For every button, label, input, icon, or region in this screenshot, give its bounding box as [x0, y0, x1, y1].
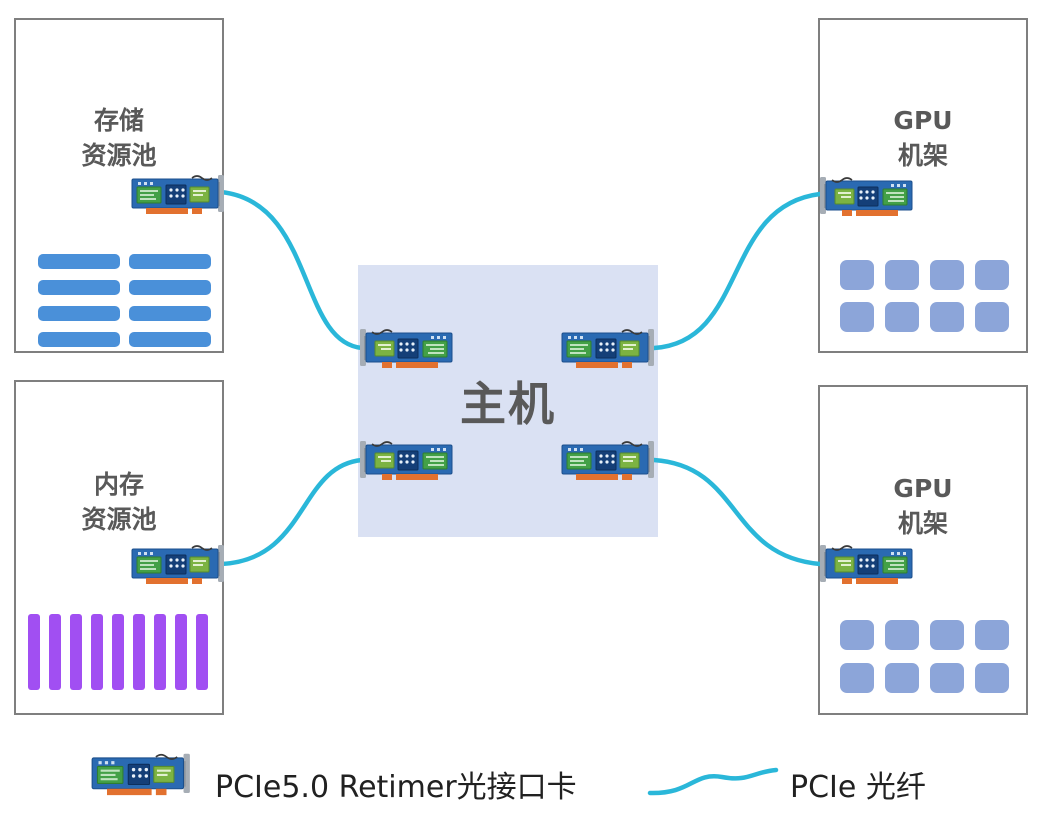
- retimer-card-icon: [560, 438, 656, 486]
- gpu-cell: [930, 260, 964, 290]
- gpu-cell: [975, 663, 1009, 693]
- memory-bar: [49, 614, 61, 690]
- gpu-rack-bottom-label: GPU 机架: [893, 474, 953, 538]
- memory-bar: [175, 614, 187, 690]
- memory-bar: [133, 614, 145, 690]
- legend-retimer-card-label: PCIe5.0 Retimer光接口卡: [215, 770, 577, 805]
- gpu-cell: [930, 620, 964, 650]
- gpu-cell: [840, 663, 874, 693]
- memory-bar: [28, 614, 40, 690]
- storage-bar: [38, 254, 120, 269]
- gpu-rack-bottom-box: [818, 385, 1028, 715]
- storage-bar: [38, 332, 120, 347]
- storage-bar: [129, 254, 211, 269]
- gpu-cell: [975, 302, 1009, 332]
- gpu-cell: [885, 260, 919, 290]
- host-box: 主机: [358, 265, 658, 537]
- retimer-card-icon: [130, 542, 226, 590]
- memory-pool-box: [14, 380, 224, 715]
- legend-retimer-card-icon: [90, 750, 192, 802]
- memory-bar: [154, 614, 166, 690]
- host-label: 主机: [460, 377, 556, 431]
- gpu-cell: [930, 663, 964, 693]
- retimer-card-icon: [358, 438, 454, 486]
- storage-pool-label: 存储 资源池: [81, 106, 157, 170]
- storage-bar: [129, 306, 211, 321]
- retimer-card-icon: [818, 174, 914, 222]
- legend-fiber-label: PCIe 光纤: [790, 770, 926, 805]
- memory-bar: [196, 614, 208, 690]
- gpu-cell: [885, 620, 919, 650]
- fiber-gpu-bottom-to-host: [651, 457, 823, 567]
- storage-bar: [129, 332, 211, 347]
- storage-bar: [38, 280, 120, 295]
- retimer-card-icon: [130, 172, 226, 220]
- memory-bar: [91, 614, 103, 690]
- gpu-cell: [840, 620, 874, 650]
- retimer-card-icon: [818, 542, 914, 590]
- gpu-cell: [840, 260, 874, 290]
- storage-bar: [129, 280, 211, 295]
- gpu-cell: [975, 620, 1009, 650]
- gpu-cell: [840, 302, 874, 332]
- fiber-gpu-top-to-host: [651, 191, 823, 351]
- memory-pool-label: 内存 资源池: [81, 470, 157, 534]
- gpu-cell: [975, 260, 1009, 290]
- gpu-rack-top-label: GPU 机架: [893, 106, 953, 170]
- memory-bar: [70, 614, 82, 690]
- retimer-card-icon: [358, 326, 454, 374]
- fiber-memory-to-host: [218, 457, 365, 567]
- retimer-card-icon: [560, 326, 656, 374]
- storage-bar: [38, 306, 120, 321]
- gpu-cell: [885, 302, 919, 332]
- fiber-storage-to-host: [218, 189, 365, 351]
- memory-bar: [112, 614, 124, 690]
- legend-fiber-line-icon: [647, 767, 779, 796]
- gpu-cell: [930, 302, 964, 332]
- gpu-cell: [885, 663, 919, 693]
